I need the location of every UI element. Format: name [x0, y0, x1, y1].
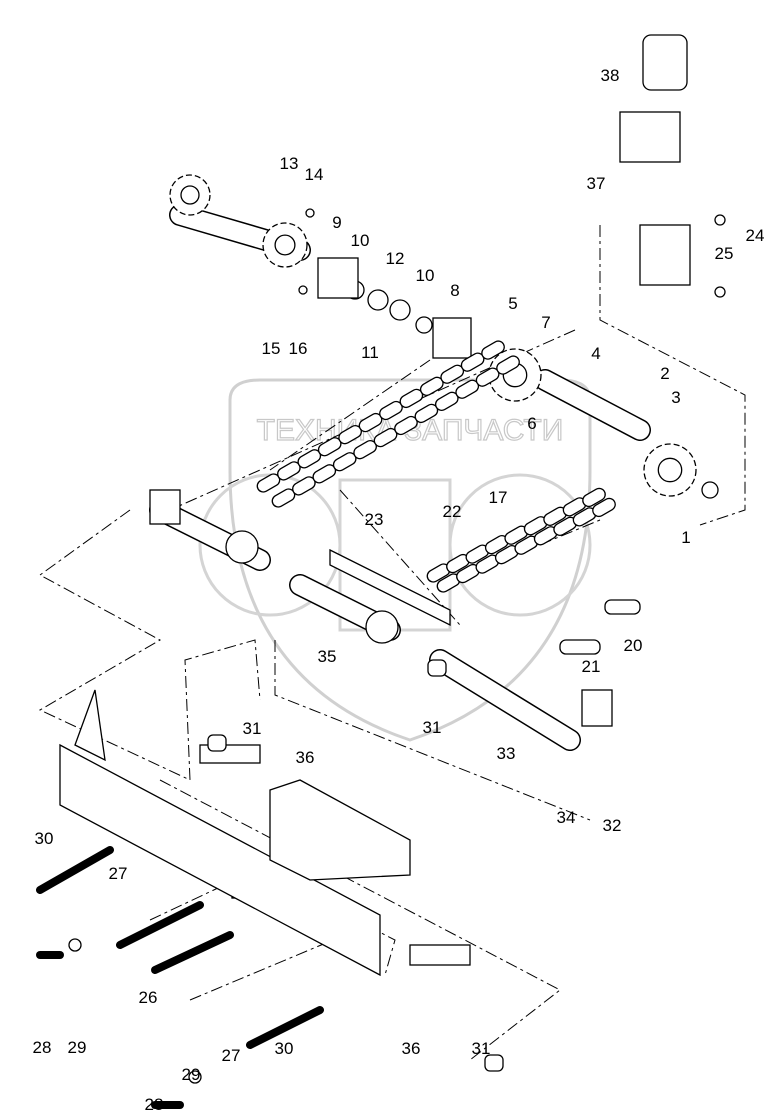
callout-28: 28 [33, 1038, 52, 1057]
roller-chain [436, 497, 616, 593]
callout-26: 26 [139, 988, 158, 1007]
chain-offset-link [604, 599, 641, 615]
bearing [225, 530, 259, 564]
callout-16: 16 [289, 339, 308, 358]
assembly-line [599, 225, 746, 526]
cross-bar [329, 548, 451, 627]
washer [188, 1070, 202, 1084]
housing [619, 111, 681, 163]
housing [581, 689, 613, 727]
bearing [415, 316, 433, 334]
callout-6: 6 [527, 414, 536, 433]
shaft-body [430, 650, 580, 750]
assembly-line [269, 359, 431, 471]
washer [68, 938, 82, 952]
sprocket-hub [657, 457, 683, 483]
bearing [701, 481, 719, 499]
callout-7: 7 [541, 313, 550, 332]
callout-30: 30 [275, 1039, 294, 1058]
callout-33: 33 [497, 744, 516, 763]
washer [305, 208, 315, 218]
bushing [427, 659, 447, 677]
bolt [151, 931, 234, 974]
roller-chain [256, 340, 505, 493]
callout-13: 13 [280, 154, 299, 173]
callout-5: 5 [508, 294, 517, 313]
assembly-line [339, 489, 461, 626]
housing [409, 944, 471, 966]
sprocket-hub [274, 234, 296, 256]
chain-link [592, 497, 616, 518]
chain-link [582, 487, 606, 508]
callout-36: 36 [402, 1039, 421, 1058]
chain-link [481, 340, 505, 360]
callout-28: 28 [145, 1095, 164, 1114]
assembly-line [274, 640, 591, 821]
bearing [365, 610, 399, 644]
roller-chain [271, 355, 520, 508]
bearing [367, 289, 389, 311]
callout-25: 25 [715, 244, 734, 263]
callout-23: 23 [365, 510, 384, 529]
chain-connector-link [559, 639, 601, 655]
frame-arm [269, 779, 411, 881]
bolt [116, 901, 204, 949]
sprocket-hub [180, 185, 200, 205]
callout-31: 31 [472, 1039, 491, 1058]
callout-14: 14 [305, 165, 324, 184]
callout-29: 29 [68, 1038, 87, 1057]
housing [432, 317, 472, 359]
callout-1: 1 [681, 528, 690, 547]
callout-34: 34 [557, 808, 576, 827]
parts [36, 34, 746, 1109]
hydraulic-motor [642, 34, 688, 91]
assembly-line [38, 509, 261, 781]
callout-32: 32 [603, 816, 622, 835]
callout-37: 37 [587, 174, 606, 193]
callout-11: 11 [361, 343, 379, 362]
bushing [484, 1054, 504, 1072]
callout-12: 12 [386, 249, 405, 268]
assembly-line [189, 934, 346, 1001]
callout-27: 27 [222, 1046, 241, 1065]
callout-20: 20 [624, 636, 643, 655]
washer [714, 214, 726, 226]
housing [639, 224, 691, 286]
callout-21: 21 [582, 657, 601, 676]
callout-27: 27 [109, 864, 128, 883]
housing [149, 489, 181, 525]
bolt [36, 846, 114, 894]
callout-10: 10 [351, 231, 370, 250]
callout-30: 30 [35, 829, 54, 848]
callout-4: 4 [591, 344, 600, 363]
callout-24: 24 [746, 226, 765, 245]
callout-22: 22 [443, 502, 462, 521]
callout-8: 8 [450, 281, 459, 300]
shaft-body [535, 370, 650, 440]
washer [298, 285, 308, 295]
roller-chain [426, 487, 606, 583]
callout-29: 29 [182, 1065, 201, 1084]
chain-link [496, 355, 520, 375]
frame-bracket [74, 689, 106, 762]
callout-3: 3 [671, 388, 680, 407]
callout-2: 2 [660, 364, 669, 383]
callout-15: 15 [262, 339, 281, 358]
callout-10: 10 [416, 266, 435, 285]
bearing [389, 299, 411, 321]
callout-17: 17 [489, 488, 508, 507]
callout-35: 35 [318, 647, 337, 666]
callout-9: 9 [332, 213, 341, 232]
bolt [246, 1006, 324, 1049]
callout-31: 31 [243, 719, 262, 738]
callout-38: 38 [601, 66, 620, 85]
washer [714, 286, 726, 298]
bushing [207, 734, 227, 752]
callout-36: 36 [296, 748, 315, 767]
housing [317, 257, 359, 299]
callout-31: 31 [423, 718, 442, 737]
